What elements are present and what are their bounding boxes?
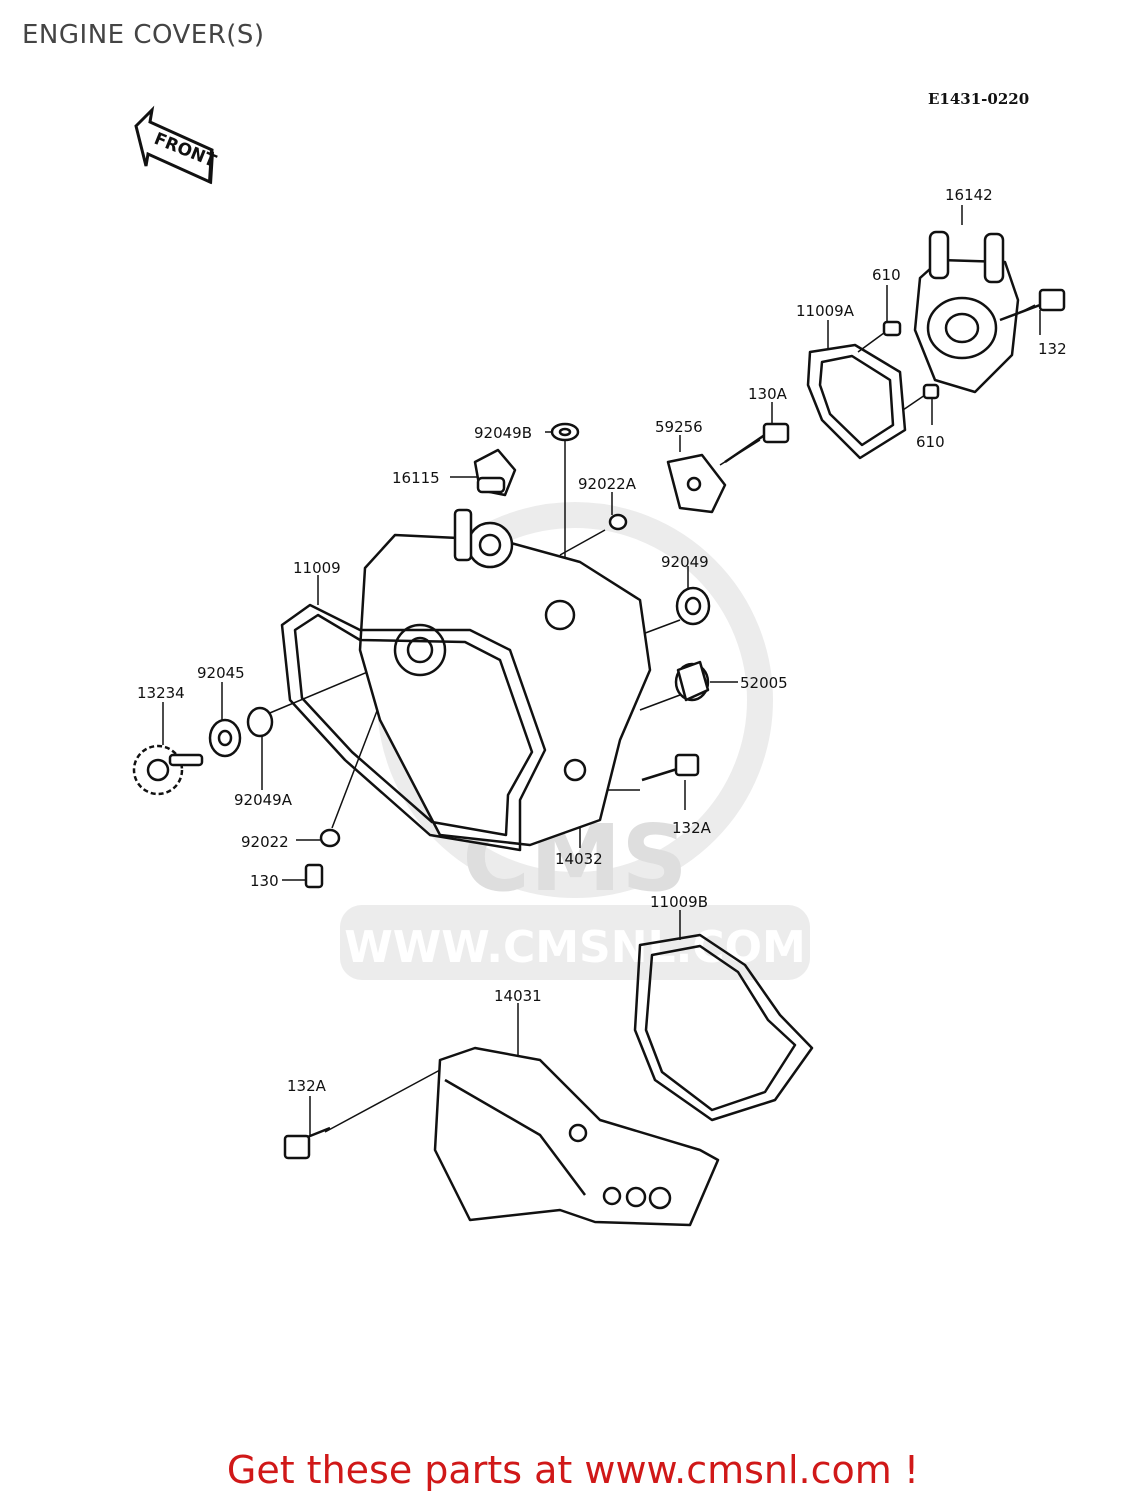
gasket-11009A [806, 343, 907, 460]
impeller-59256 [666, 453, 727, 514]
bolt-130 [304, 863, 324, 889]
part-label-11009A: 11009A [796, 302, 855, 320]
part-label-132A: 132A [287, 1077, 327, 1095]
part-label-92049A: 92049A [234, 791, 293, 809]
gasket-11009B [633, 933, 814, 1122]
dowel-pins-610 [882, 320, 940, 400]
part-label-92022: 92022 [241, 833, 289, 851]
bolt-132A-upper [641, 753, 700, 782]
parts-drawing [132, 230, 1066, 1227]
diagram-code: E1431-0220 [928, 90, 1030, 108]
gasket-11009 [280, 603, 547, 852]
part-label-59256: 59256 [655, 418, 703, 436]
part-label-11009: 11009 [293, 559, 341, 577]
bolt-132 [999, 288, 1066, 322]
part-label-52005: 52005 [740, 674, 788, 692]
generator-cover-14031 [433, 1046, 720, 1227]
page-title: ENGINE COVER(S) [22, 20, 265, 50]
bearing-92049 [675, 586, 711, 626]
part-label-16115: 16115 [392, 469, 440, 487]
part-label-132A: 132A [672, 819, 712, 837]
part-label-610: 610 [872, 266, 901, 284]
collar-92049A [246, 706, 274, 738]
part-label-132: 132 [1038, 340, 1067, 358]
part-label-130A: 130A [748, 385, 788, 403]
leader-lines [162, 205, 1041, 1135]
footer-cta-link[interactable]: Get these parts at www.cmsnl.com ! [226, 1448, 920, 1492]
washer-92022 [319, 828, 341, 848]
part-label-16142: 16142 [945, 186, 993, 204]
part-label-92045: 92045 [197, 664, 245, 682]
part-label-92022A: 92022A [578, 475, 637, 493]
part-labels: 16142 610 11009A 132 610 130A 59256 9204… [137, 186, 1067, 1095]
part-label-14031: 14031 [494, 987, 542, 1005]
washer-92022A [608, 513, 628, 531]
bearing-cap-52005 [674, 660, 710, 702]
water-pump-cover-16142 [913, 230, 1020, 394]
bolt-130A [724, 422, 790, 464]
oil-seal-92049B [550, 422, 580, 442]
filler-cap-16115 [473, 448, 517, 497]
part-label-11009B: 11009B [650, 893, 708, 911]
bolt-132A-lower [283, 1126, 331, 1160]
bearing-92045 [208, 718, 242, 758]
part-label-92049: 92049 [661, 553, 709, 571]
part-label-92049B: 92049B [474, 424, 532, 442]
part-label-130: 130 [250, 872, 279, 890]
clutch-cover-14032 [358, 508, 652, 847]
front-arrow-icon: FRONT [134, 105, 219, 185]
watermark-url: WWW.CMSNL.COM [344, 922, 806, 973]
gear-13234 [132, 744, 204, 796]
part-label-14032: 14032 [555, 850, 603, 868]
part-label-13234: 13234 [137, 684, 185, 702]
part-label-610: 610 [916, 433, 945, 451]
